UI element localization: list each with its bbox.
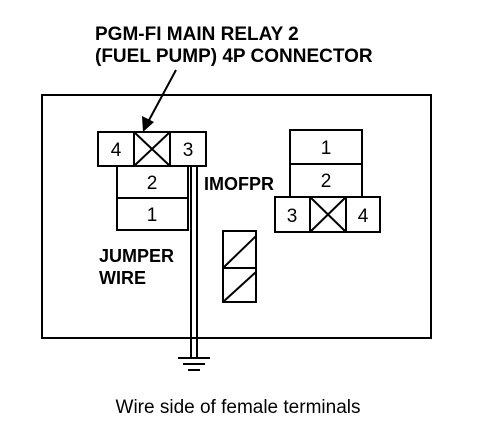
imofpr-label: IMOFPR [204,174,274,194]
imofpr-pin-4: 4 [358,206,369,227]
main-relay-cell-3 [169,131,207,167]
jumper-wire-line [190,166,198,358]
main-relay-cell-1 [116,197,189,231]
imofpr-pin-1: 1 [321,138,332,159]
panel-frame [41,94,432,339]
imofpr-cell-2 [289,163,363,198]
caption: Wire side of female terminals [116,397,361,418]
jumper-wire-label-line-2: WIRE [99,268,146,288]
ground-icon [178,357,210,371]
small-connector [222,230,257,303]
main-relay-pin-3: 3 [183,140,194,161]
jumper-wire-label-line-1: JUMPER [99,246,174,266]
main-relay-pin-2: 2 [147,173,158,194]
imofpr-cell-1 [289,129,363,165]
callout-arrow [142,69,177,132]
main-relay-connector [97,131,207,231]
imofpr-connector [274,129,381,233]
imofpr-pin-2: 2 [321,171,332,192]
title-line-1: PGM-FI MAIN RELAY 2 [95,24,299,45]
main-relay-cell-4 [97,131,135,167]
title-line-2: (FUEL PUMP) 4P CONNECTOR [95,46,373,67]
imofpr-pin-3: 3 [287,206,298,227]
main-relay-pin-1: 1 [147,205,158,226]
imofpr-cell-4 [345,196,381,233]
main-relay-pin-4: 4 [111,140,122,161]
